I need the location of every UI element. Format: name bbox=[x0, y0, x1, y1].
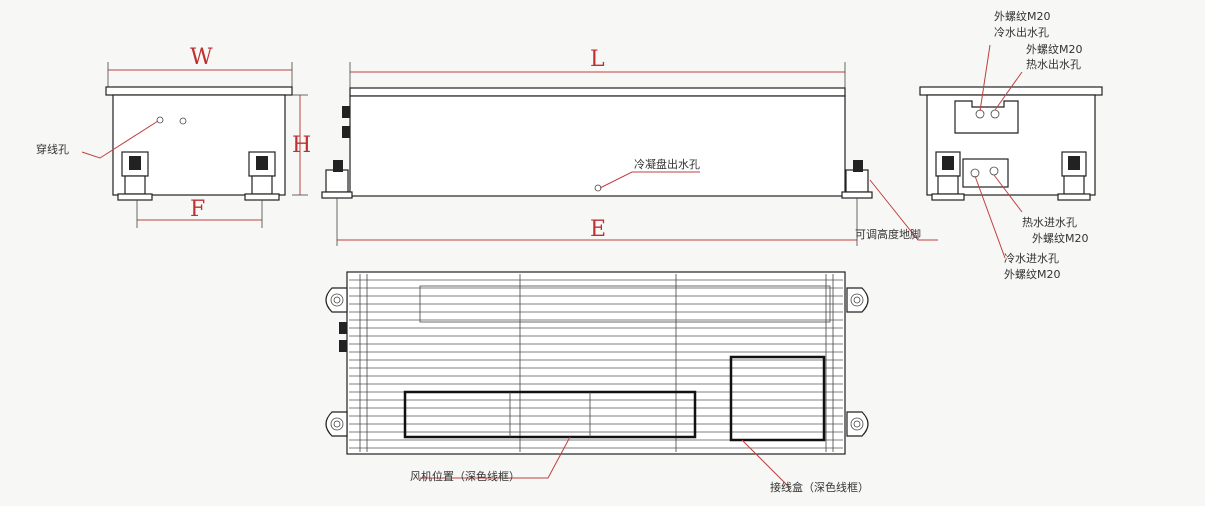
label-drain-hole: 冷凝盘出水孔 bbox=[634, 157, 700, 171]
label-adjustable-foot: 可调高度地脚 bbox=[855, 227, 921, 241]
dimension-e: E bbox=[590, 217, 606, 242]
label-cold-out-thread: 外螺纹M20 bbox=[994, 9, 1051, 23]
label-fan-position: 风机位置（深色线框） bbox=[410, 469, 520, 483]
label-cold-out: 冷水出水孔 bbox=[994, 25, 1049, 39]
dimension-f: F bbox=[190, 197, 205, 222]
label-hot-out: 热水出水孔 bbox=[1026, 57, 1081, 71]
dimension-w: W bbox=[190, 45, 213, 70]
dimension-l: L bbox=[590, 47, 605, 72]
grille-slats bbox=[349, 279, 843, 449]
dimension-h: H bbox=[292, 133, 311, 158]
label-cold-in: 冷水进水孔 bbox=[1004, 252, 1059, 265]
label-cold-in-thread: 外螺纹M20 bbox=[1004, 267, 1061, 281]
label-hot-in: 热水进水孔 bbox=[1022, 216, 1077, 229]
label-hot-out-thread: 外螺纹M20 bbox=[1026, 42, 1083, 56]
label-junction-box: 接线盒（深色线框） bbox=[770, 480, 869, 494]
label-hot-in-thread: 外螺纹M20 bbox=[1032, 231, 1089, 245]
front-view: L E 冷凝盘出水孔 可调高度地脚 bbox=[321, 47, 938, 246]
label-wire-hole: 穿线孔 bbox=[36, 142, 69, 156]
side-view-left: W H F 穿线孔 bbox=[36, 45, 311, 228]
fan-frame bbox=[403, 390, 697, 439]
junction-box-frame bbox=[729, 355, 826, 442]
top-view: 风机位置（深色线框） 接线盒（深色线框） bbox=[325, 271, 869, 494]
side-view-right: 外螺纹M20 冷水出水孔 外螺纹M20 热水出水孔 热水进水孔 外螺纹M20 冷… bbox=[919, 9, 1103, 281]
